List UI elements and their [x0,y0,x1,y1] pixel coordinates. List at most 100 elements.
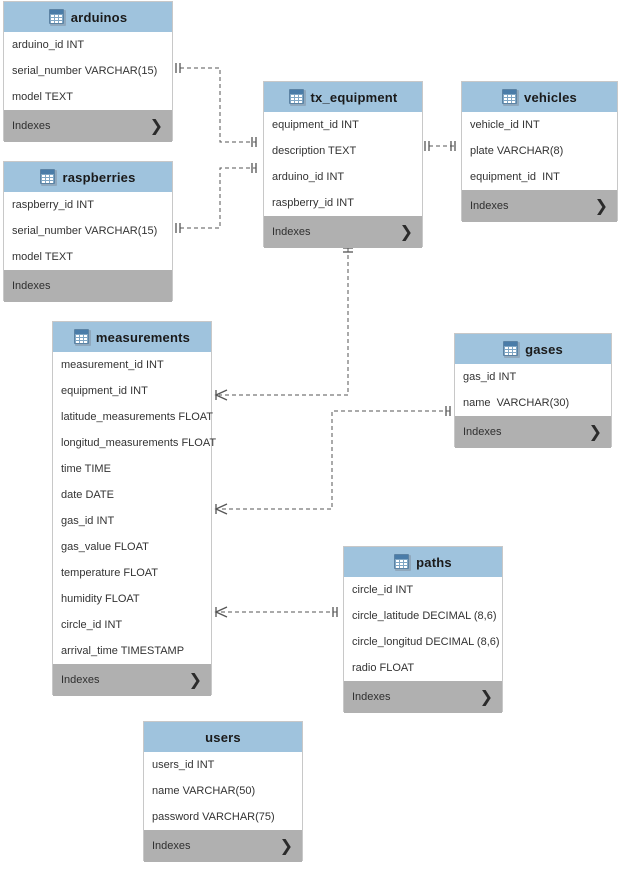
table-icon [73,328,91,346]
entity-header-measurements[interactable]: measurements [53,322,211,352]
entity-title: paths [416,554,452,570]
entity-title: gases [525,341,563,357]
entity-fields-gases: gas_id INT name VARCHAR(30) [455,364,611,416]
entity-title: arduinos [70,9,128,25]
field-row[interactable]: raspberry_id INT [272,197,354,209]
entity-title: raspberries [62,169,136,185]
entity-table-measurements[interactable]: measurements measurement_id INT equipment_… [52,321,217,696]
field-row[interactable]: arrival_time TIMESTAMP [61,645,185,657]
relationship-tx-equipment-measurements [219,248,349,396]
chevron-right-icon[interactable]: ❯ [594,196,608,215]
table-icon [503,340,521,358]
entity-fields-arduinos: arduino_id INT serial_number VARCHAR(15) m… [4,32,172,110]
chevron-right-icon[interactable]: ❯ [188,670,202,689]
field-row[interactable]: circle_id INT [61,619,123,631]
field-row[interactable]: gas_id INT [463,371,517,383]
entity-table-paths[interactable]: paths circle_id INT circle_latitude DECIMA… [343,546,503,713]
field-row[interactable]: serial_number VARCHAR(15) [12,65,158,77]
entity-header-gases[interactable]: gases [455,334,611,364]
entity-fields-measurements: measurement_id INT equipment_id INT latitu… [53,352,217,664]
field-row[interactable]: model TEXT [12,251,73,263]
field-row[interactable]: model TEXT [12,91,73,103]
indexes-label: Indexes [152,840,191,852]
field-row[interactable]: equipment_id INT [272,119,359,131]
table-icon [40,168,58,186]
field-row[interactable]: longitud_measurements FLOAT [61,437,217,449]
entity-title: measurements [95,329,191,345]
relationship-raspberries-tx-equipment [180,167,256,229]
field-row[interactable]: humidity FLOAT [61,593,140,605]
field-row[interactable]: circle_latitude DECIMAL (8,6) [352,610,497,622]
field-row[interactable]: password VARCHAR(75) [152,811,275,823]
entity-header-vehicles[interactable]: vehicles [462,82,617,112]
table-icon [48,8,66,26]
chevron-right-icon[interactable]: ❯ [399,222,413,241]
indexes-section-raspberries[interactable]: Indexes [4,270,172,302]
entity-title: users [205,729,241,745]
field-row[interactable]: arduino_id INT [272,171,345,183]
field-row[interactable]: equipment_id INT [61,385,148,397]
entity-table-vehicles[interactable]: vehicles vehicle_id INT plate VARCHAR(8) eq… [461,81,618,222]
entity-fields-vehicles: vehicle_id INT plate VARCHAR(8) equipment_… [462,112,617,190]
field-row[interactable]: gas_value FLOAT [61,541,149,553]
indexes-section-arduinos[interactable]: Indexes ❯ [4,110,172,142]
table-icon [288,88,306,106]
indexes-label: Indexes [12,120,51,132]
field-row[interactable]: raspberry_id INT [12,199,94,211]
indexes-label: Indexes [61,674,100,686]
field-row[interactable]: radio FLOAT [352,662,415,674]
chevron-right-icon[interactable]: ❯ [479,687,493,706]
entity-fields-paths: circle_id INT circle_latitude DECIMAL (8,… [344,577,502,681]
field-row[interactable]: time TIME [61,463,111,475]
entity-fields-users: users_id INT name VARCHAR(50) password VAR… [144,752,302,830]
crowsfoot-measurements-circle [214,606,228,618]
field-row[interactable]: name VARCHAR(50) [152,785,256,797]
entity-header-raspberries[interactable]: raspberries [4,162,172,192]
entity-header-paths[interactable]: paths [344,547,502,577]
field-row[interactable]: description TEXT [272,145,357,157]
field-row[interactable]: vehicle_id INT [470,119,540,131]
field-row[interactable]: users_id INT [152,759,215,771]
indexes-label: Indexes [12,280,51,292]
indexes-label: Indexes [352,691,391,703]
crowsfoot-measurements-gas [214,503,228,515]
chevron-right-icon[interactable]: ❯ [149,116,163,135]
field-row[interactable]: serial_number VARCHAR(15) [12,225,158,237]
relationship-gases-measurements [219,410,450,510]
field-row[interactable]: circle_longitud DECIMAL (8,6) [352,636,500,648]
indexes-section-vehicles[interactable]: Indexes ❯ [462,190,617,222]
field-row[interactable]: date DATE [61,489,114,501]
entity-header-users[interactable]: users [144,722,302,752]
indexes-label: Indexes [470,200,509,212]
entity-header-arduinos[interactable]: arduinos [4,2,172,32]
field-row[interactable]: temperature FLOAT [61,567,158,579]
chevron-right-icon[interactable]: ❯ [588,422,602,441]
indexes-section-paths[interactable]: Indexes ❯ [344,681,502,713]
field-row[interactable]: measurement_id INT [61,359,164,371]
indexes-section-users[interactable]: Indexes ❯ [144,830,302,862]
field-row[interactable]: gas_id INT [61,515,115,527]
chevron-right-icon[interactable]: ❯ [279,836,293,855]
entity-table-gases[interactable]: gases gas_id INT name VARCHAR(30) Indexes ❯ [454,333,612,448]
indexes-section-measurements[interactable]: Indexes ❯ [53,664,211,696]
entity-table-tx_equipment[interactable]: tx_equipment equipment_id INT description … [263,81,423,248]
entity-header-tx_equipment[interactable]: tx_equipment [264,82,422,112]
indexes-section-gases[interactable]: Indexes ❯ [455,416,611,448]
entity-fields-raspberries: raspberry_id INT serial_number VARCHAR(15… [4,192,172,270]
entity-title: vehicles [524,89,577,105]
entity-table-users[interactable]: users users_id INT name VARCHAR(50) passwor… [143,721,303,862]
field-row[interactable]: name VARCHAR(30) [463,397,570,409]
entity-table-raspberries[interactable]: raspberries raspberry_id INT serial_number… [3,161,173,302]
indexes-section-tx_equipment[interactable]: Indexes❯ [264,216,422,248]
field-row[interactable]: arduino_id INT [12,39,85,51]
field-row[interactable]: latitude_measurements FLOAT [61,411,214,423]
field-row[interactable]: equipment_id INT [470,171,560,183]
field-row[interactable]: circle_id INT [352,584,414,596]
field-row[interactable]: plate VARCHAR(8) [470,145,564,157]
table-icon [502,88,520,106]
indexes-label: Indexes [463,426,502,438]
entity-title: tx_equipment [310,89,398,105]
crowsfoot-measurements-equipment [214,389,228,401]
entity-table-arduinos[interactable]: arduinos arduino_id INT serial_number VARC… [3,1,173,142]
